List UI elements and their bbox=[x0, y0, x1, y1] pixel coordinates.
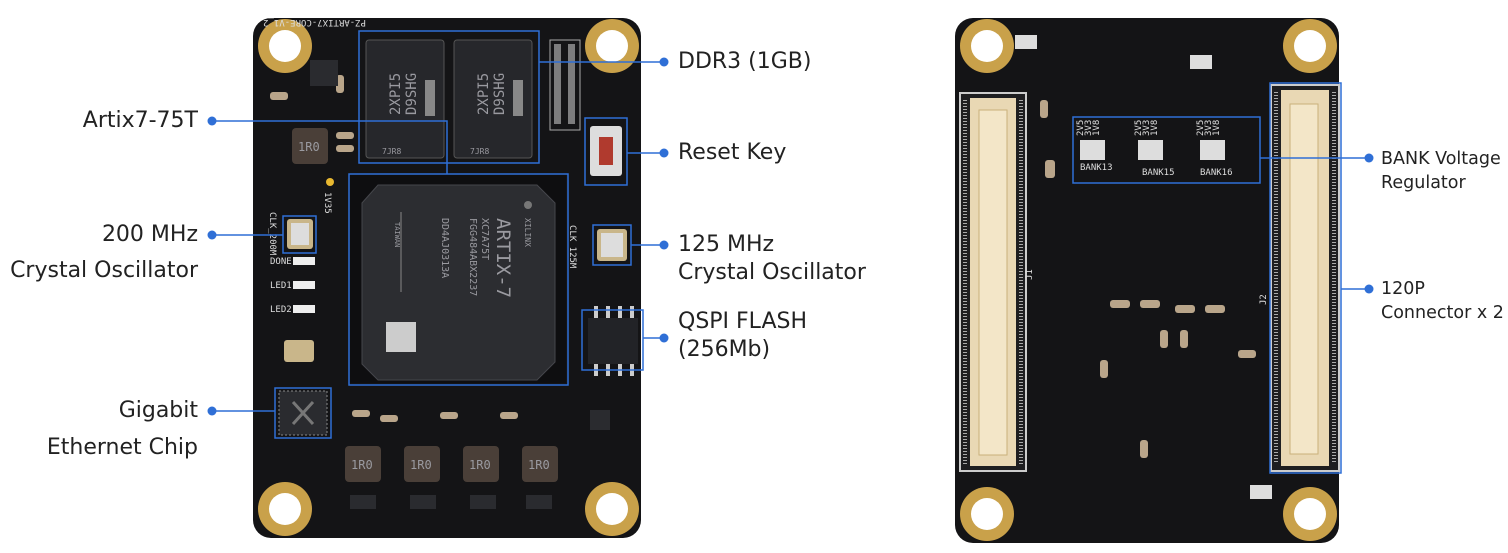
highlight-boxes bbox=[1072, 82, 1342, 474]
core-board-top: PZ-ARTIX7-CORE-V1_2 2XPI5 D9SHG 7JR8 2XP… bbox=[253, 17, 644, 538]
svg-text:3V3: 3V3 bbox=[1204, 120, 1214, 136]
mounting-hole bbox=[960, 487, 1014, 541]
label-osc125-line1: 125 MHz bbox=[678, 232, 775, 257]
led-1 bbox=[293, 281, 315, 289]
mounting-hole bbox=[585, 482, 639, 536]
callout-lines bbox=[212, 61, 1369, 412]
svg-text:1R0: 1R0 bbox=[469, 458, 491, 472]
svg-text:2XPI5: 2XPI5 bbox=[388, 73, 404, 115]
svg-text:2V5: 2V5 bbox=[1076, 120, 1086, 136]
label-connector-line1: 120P bbox=[1381, 279, 1425, 299]
label-qspi-line2: (256Mb) bbox=[678, 337, 771, 362]
svg-text:CLK_125M: CLK_125M bbox=[567, 225, 577, 269]
mounting-hole bbox=[960, 19, 1014, 73]
svg-text:1V8: 1V8 bbox=[1150, 120, 1160, 136]
svg-text:D9SHG: D9SHG bbox=[492, 73, 508, 115]
svg-text:1R0: 1R0 bbox=[410, 458, 432, 472]
svg-text:J1: J1 bbox=[1025, 269, 1035, 280]
callout-dot bbox=[659, 57, 669, 67]
label-qspi-line1: QSPI FLASH bbox=[678, 309, 808, 334]
svg-text:3V3: 3V3 bbox=[1142, 120, 1152, 136]
ethernet-phy-chip bbox=[278, 390, 328, 436]
core-board-bottom: J1 J2 2V5 3V3 1V8 2V5 3V3 1V8 2V5 3V3 1V… bbox=[955, 18, 1342, 543]
test-pad-array bbox=[549, 39, 581, 131]
crystal bbox=[284, 340, 314, 362]
label-eth-line2: Ethernet Chip bbox=[46, 435, 198, 460]
callout-dot bbox=[207, 116, 217, 126]
callout-dot bbox=[1364, 284, 1374, 294]
mounting-hole bbox=[258, 482, 312, 536]
reset-key bbox=[590, 126, 622, 176]
led-done bbox=[293, 257, 315, 265]
label-eth-line1: Gigabit bbox=[118, 398, 198, 423]
mounting-hole bbox=[585, 19, 639, 73]
svg-text:1R0: 1R0 bbox=[351, 458, 373, 472]
svg-text:1R0: 1R0 bbox=[528, 458, 550, 472]
inductor: 1R0 bbox=[522, 446, 558, 482]
oscillator-200mhz bbox=[287, 219, 313, 249]
led-2 bbox=[293, 305, 315, 313]
fpga-chip: XILINX ARTIX-7 XC7A75T FGG484ABX2237 DD4… bbox=[350, 175, 566, 383]
callout-dot bbox=[659, 240, 669, 250]
svg-text:1V35: 1V35 bbox=[322, 192, 332, 214]
svg-text:ARTIX-7: ARTIX-7 bbox=[492, 218, 514, 298]
label-osc200-line2: Crystal Oscillator bbox=[10, 258, 198, 283]
label-connector-line2: Connector x 2 bbox=[1381, 303, 1504, 323]
svg-text:D9SHG: D9SHG bbox=[404, 73, 420, 115]
svg-text:XILINX: XILINX bbox=[523, 218, 532, 247]
svg-text:2V5: 2V5 bbox=[1134, 120, 1144, 136]
callout-dot bbox=[1364, 153, 1374, 163]
inductor: 1R0 bbox=[404, 446, 440, 482]
connector-j1 bbox=[959, 92, 1027, 472]
label-fpga: Artix7-75T bbox=[82, 108, 198, 133]
smd-components bbox=[1015, 35, 1272, 499]
label-osc200-line1: 200 MHz bbox=[101, 222, 198, 247]
svg-text:TAIWAN: TAIWAN bbox=[393, 222, 401, 247]
callout-dot bbox=[207, 230, 217, 240]
mounting-hole bbox=[258, 19, 312, 73]
svg-text:XC7A75T: XC7A75T bbox=[479, 218, 490, 260]
svg-text:BANK16: BANK16 bbox=[1200, 168, 1233, 178]
svg-text:1V8: 1V8 bbox=[1092, 120, 1102, 136]
svg-text:2V5: 2V5 bbox=[1196, 120, 1206, 136]
mounting-hole bbox=[1283, 19, 1337, 73]
mounting-hole bbox=[1283, 487, 1337, 541]
board-name-silkscreen: PZ-ARTIX7-CORE-V1_2 bbox=[263, 17, 366, 27]
svg-text:DONE: DONE bbox=[270, 257, 292, 267]
oscillator-125mhz bbox=[597, 229, 627, 261]
inductor: 1R0 bbox=[463, 446, 499, 482]
svg-text:CLK_200M: CLK_200M bbox=[267, 212, 277, 256]
label-bank-line1: BANK Voltage bbox=[1381, 149, 1501, 169]
bank-voltage-jumpers: 2V5 3V3 1V8 2V5 3V3 1V8 2V5 3V3 1V8 BANK… bbox=[1076, 120, 1233, 178]
smd-components bbox=[270, 60, 610, 509]
svg-text:7JR8: 7JR8 bbox=[382, 147, 401, 156]
ddr3-chip: 2XPI5 D9SHG 7JR8 bbox=[453, 39, 533, 159]
svg-text:LED1: LED1 bbox=[270, 281, 292, 291]
svg-text:2XPI5: 2XPI5 bbox=[476, 73, 492, 115]
label-bank-line2: Regulator bbox=[1381, 173, 1466, 193]
svg-text:7JR8: 7JR8 bbox=[470, 147, 489, 156]
svg-text:DD4AJ0313A: DD4AJ0313A bbox=[439, 218, 450, 278]
svg-text:BANK13: BANK13 bbox=[1080, 163, 1113, 173]
svg-text:LED2: LED2 bbox=[270, 305, 292, 315]
label-reset-key: Reset Key bbox=[678, 140, 787, 165]
callout-dot bbox=[207, 406, 217, 416]
inductor: 1R0 bbox=[292, 128, 328, 164]
svg-text:J2: J2 bbox=[1259, 294, 1269, 305]
svg-text:3V3: 3V3 bbox=[1084, 120, 1094, 136]
svg-text:BANK15: BANK15 bbox=[1142, 168, 1175, 178]
callout-dot bbox=[659, 148, 669, 158]
callout-dots bbox=[207, 57, 1374, 416]
ddr3-chip: 2XPI5 D9SHG 7JR8 bbox=[365, 39, 445, 159]
svg-text:1R0: 1R0 bbox=[298, 140, 320, 154]
inductor: 1R0 bbox=[345, 446, 381, 482]
label-osc125-line2: Crystal Oscillator bbox=[678, 260, 866, 285]
callout-dot bbox=[659, 333, 669, 343]
svg-text:FGG484ABX2237: FGG484ABX2237 bbox=[467, 218, 478, 296]
label-ddr3: DDR3 (1GB) bbox=[678, 49, 812, 74]
connector-j2 bbox=[1270, 84, 1340, 472]
svg-text:1V8: 1V8 bbox=[1212, 120, 1222, 136]
